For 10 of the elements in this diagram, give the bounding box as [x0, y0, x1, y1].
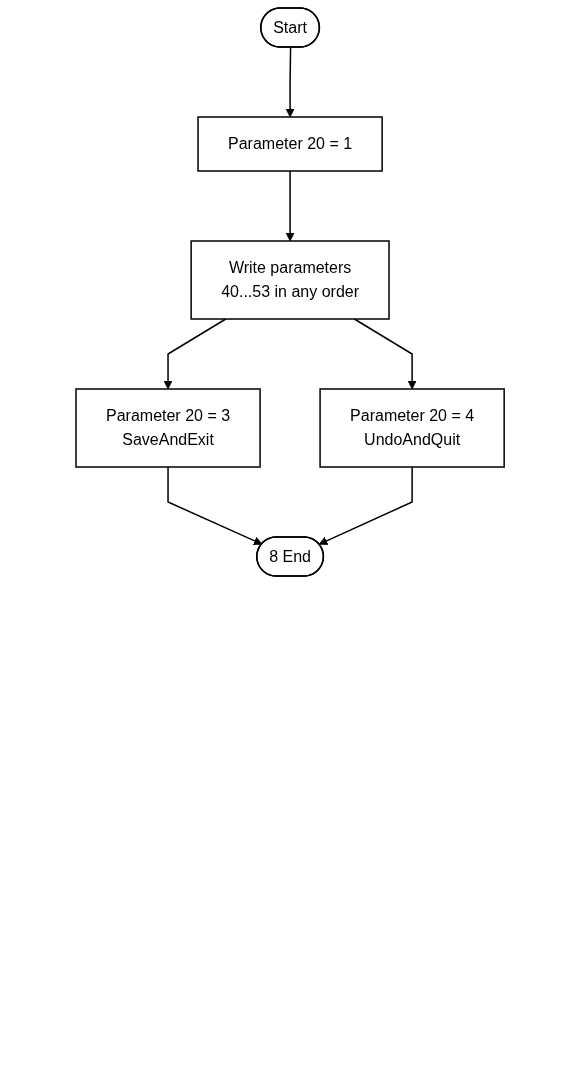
node-box: Parameter 20 = 1	[197, 116, 383, 172]
arrow	[167, 466, 263, 546]
arrow	[163, 318, 227, 390]
node-box: Parameter 20 = 4 UndoAndQuit	[319, 388, 505, 468]
node-box: Write parameters 40...53 in any order	[190, 240, 390, 320]
arrow	[285, 46, 295, 118]
node-box: Parameter 20 = 3 SaveAndExit	[75, 388, 261, 468]
arrow	[285, 170, 295, 242]
arrow	[353, 318, 417, 390]
arrow	[318, 466, 413, 545]
